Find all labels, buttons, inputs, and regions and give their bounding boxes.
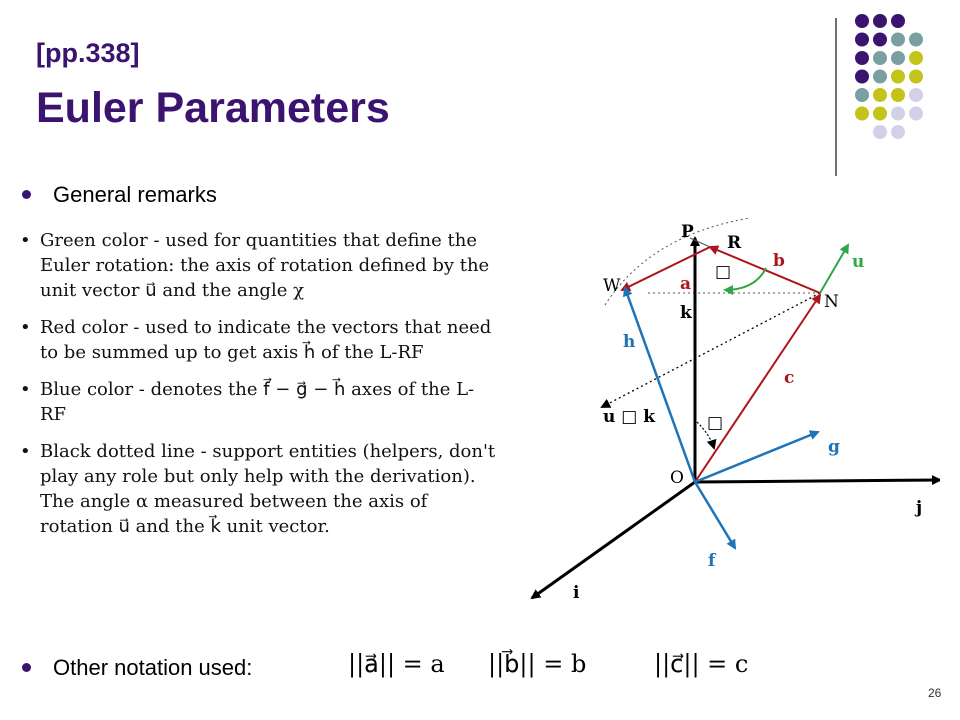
label-R: R	[727, 233, 742, 253]
label-g: g	[828, 437, 840, 457]
euler-vector-diagram: P R W N O a b c u k h u □ k g j f i □ □	[530, 217, 940, 603]
bullet-general-remarks: General remarks	[22, 182, 217, 208]
remark-bullet: •	[20, 317, 31, 338]
label-f: f	[708, 551, 717, 571]
decor-dot	[873, 88, 887, 102]
helper-arc	[604, 217, 751, 306]
decor-dot	[855, 14, 869, 28]
axis-i	[530, 480, 696, 600]
vector-c	[694, 293, 822, 483]
page-number: 26	[928, 686, 942, 700]
alpha-angle-arc	[696, 421, 717, 450]
remark-green: • Green color - used for quantities that …	[20, 228, 500, 303]
vector-h	[623, 286, 697, 483]
axis-j	[694, 475, 940, 486]
remark-text: Red color - used to indicate the vectors…	[40, 317, 492, 363]
decor-dot	[891, 106, 905, 121]
decor-dot	[909, 106, 923, 121]
label-alpha-placeholder: □	[707, 413, 723, 433]
remark-text: Black dotted line - support entities (he…	[40, 441, 496, 537]
remark-bullet: •	[20, 230, 31, 251]
bullet-other-notation-text: Other notation used:	[53, 655, 253, 680]
vector-f	[693, 481, 737, 550]
decor-dot	[873, 14, 887, 28]
label-chi-placeholder: □	[715, 262, 731, 282]
decor-dot	[873, 125, 887, 139]
remark-bullet: •	[20, 379, 31, 400]
decor-dot	[891, 69, 905, 84]
bullet-dot	[22, 662, 31, 672]
remarks-list: • Green color - used for quantities that …	[20, 228, 500, 551]
page-reference: [pp.338]	[36, 38, 140, 68]
decor-dot	[873, 106, 887, 121]
label-W: W	[603, 276, 621, 296]
decor-dot	[873, 32, 887, 47]
remark-red: • Red color - used to indicate the vector…	[20, 315, 500, 365]
label-b: b	[773, 251, 785, 271]
decor-dot	[909, 51, 923, 65]
decor-dot	[891, 125, 905, 139]
page-title: Euler Parameters	[36, 84, 390, 132]
decor-dot	[891, 88, 905, 102]
segment-PR	[689, 237, 711, 248]
decor-dot	[873, 51, 887, 65]
bullet-other-notation: Other notation used:	[22, 655, 252, 681]
label-O: O	[670, 468, 684, 488]
decorative-dot-grid	[835, 14, 923, 176]
bullet-dot	[22, 189, 31, 199]
decor-dot	[891, 51, 905, 65]
formula-norm-c: ||c⃗|| = c	[654, 650, 749, 678]
label-c: c	[784, 368, 794, 388]
decor-dot	[855, 69, 869, 84]
remark-bullet: •	[20, 441, 31, 462]
helper-line-uxk	[600, 292, 821, 408]
decor-dot	[855, 88, 869, 102]
label-u: u	[852, 252, 864, 272]
decor-dot	[873, 69, 887, 84]
label-i: i	[573, 583, 580, 603]
formula-norm-a: ||a⃗|| = a	[348, 650, 445, 678]
decor-dot	[909, 88, 923, 102]
remark-text: Green color - used for quantities that d…	[40, 230, 490, 301]
decor-dot	[891, 14, 905, 28]
remark-text: Blue color - denotes the f⃗ − g⃗ − h⃗ ax…	[40, 379, 475, 425]
remark-dotted: • Black dotted line - support entities (h…	[20, 439, 500, 539]
chi-rotation-arc	[723, 267, 767, 295]
decor-dot	[855, 51, 869, 65]
vector-a	[620, 246, 711, 291]
label-P: P	[681, 222, 694, 242]
decor-dot	[909, 69, 923, 84]
decor-dot	[891, 32, 905, 47]
vector-u	[819, 243, 850, 294]
bullet-general-remarks-text: General remarks	[53, 182, 217, 207]
decor-dot	[909, 32, 923, 47]
formula-norm-b: ||b⃗|| = b	[488, 650, 587, 678]
label-j: j	[914, 498, 922, 518]
vector-g	[694, 430, 820, 484]
remark-blue: • Blue color - denotes the f⃗ − g⃗ − h⃗ a…	[20, 377, 500, 427]
decor-dot	[855, 32, 869, 47]
label-k: k	[680, 303, 693, 323]
label-N: N	[824, 292, 839, 312]
label-a: a	[680, 274, 691, 294]
label-h: h	[623, 332, 635, 352]
label-u-cross-k: u □ k	[603, 407, 656, 427]
decor-dot	[855, 106, 869, 121]
